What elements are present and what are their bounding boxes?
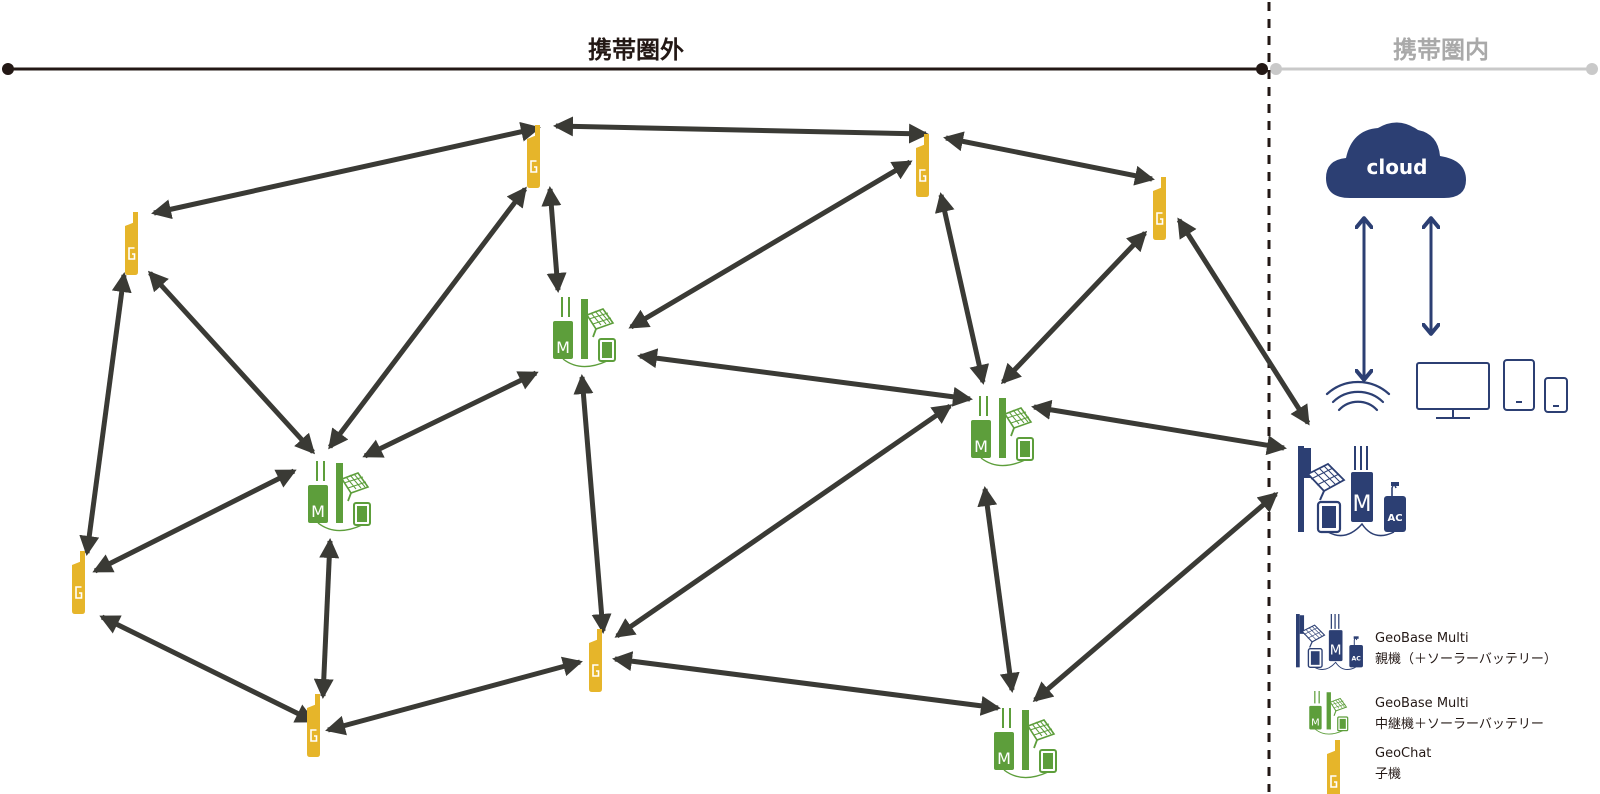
link-g1-m1 (147, 270, 316, 455)
link-m2-g7 (573, 374, 612, 634)
geochat-handset-icon (526, 124, 541, 189)
legend-child-line1: GeoChat (1375, 746, 1431, 761)
geochat-handset-icon (915, 133, 930, 198)
link-m3-base (1031, 399, 1287, 456)
link-m1-g5 (92, 468, 297, 574)
cloud-icon (1326, 122, 1466, 198)
smartphone-icon (1544, 377, 1568, 413)
inside-zone-start-dot (1270, 63, 1282, 75)
relay-badge-letter: M (311, 502, 325, 521)
cloud-group: cloud (1326, 122, 1466, 198)
link-g5-g6 (99, 614, 316, 724)
geochat-handset-icon (1152, 176, 1167, 241)
tablet-icon (1503, 359, 1535, 411)
link-m2-g3 (628, 159, 913, 330)
legend-relay-line1: GeoBase Multi (1375, 696, 1469, 711)
legend-child-line2: 子機 (1375, 767, 1401, 782)
legend-parent-swatch: M AC (1295, 613, 1364, 671)
legend-parent-badge-letter: M (1330, 642, 1342, 658)
legend-relay-line2: 中継機＋ソーラーバッテリー (1375, 717, 1544, 732)
relay-badge-letter: M (974, 437, 988, 456)
devices (1416, 359, 1568, 419)
link-m2-m3 (637, 348, 973, 407)
link-m3-m4 (977, 486, 1020, 693)
legend-relay-badge-letter: M (1311, 718, 1320, 729)
link-g2-g3 (553, 116, 929, 144)
legend-parent-ac-label: AC (1351, 656, 1361, 663)
parent-base-station: M AC (1296, 444, 1408, 537)
relay-unit: M (552, 296, 616, 368)
legend-relay-swatch: M (1308, 690, 1349, 735)
link-g4-base (1176, 217, 1311, 426)
geochat-handset-icon (124, 211, 139, 276)
geochat-handset-icon (71, 550, 86, 615)
wifi-signal-icon (1325, 380, 1391, 412)
inside-zone-end-dot (1586, 63, 1598, 75)
relay-unit: M (307, 460, 371, 532)
cloud-label: cloud (1366, 155, 1427, 179)
outside-zone-start-dot (2, 63, 14, 75)
mesh-links (79, 116, 1311, 736)
link-m1-g6 (313, 538, 340, 699)
outside-zone-label: 携帯圏外 (588, 36, 684, 64)
relay-badge-letter: M (556, 338, 570, 357)
link-g2-m2 (541, 186, 567, 293)
inside-zone-label: 携帯圏内 (1393, 36, 1489, 64)
link-g3-g4 (943, 131, 1155, 186)
link-g1-g2 (151, 121, 541, 220)
base-badge-letter: M (1353, 492, 1372, 517)
geochat-handset-icon (588, 628, 603, 693)
link-g3-m3 (934, 192, 990, 385)
link-m3-g4 (1000, 230, 1148, 385)
link-g1-g5 (79, 272, 132, 556)
link-g7-m3 (614, 403, 953, 639)
link-m1-m2 (362, 370, 539, 459)
link-g7-m4 (612, 651, 1001, 716)
outside-zone-end-dot (1256, 63, 1268, 75)
base-ac-label: AC (1387, 513, 1402, 524)
link-m4-base (1032, 492, 1279, 702)
legend-parent-line1: GeoBase Multi (1375, 631, 1469, 646)
monitor-icon (1416, 362, 1490, 419)
link-m1-g2 (328, 186, 527, 450)
relay-badge-letter: M (997, 749, 1011, 768)
geochat-handset-icon (1326, 739, 1341, 794)
legend: M AC GeoBase Multi 親機（＋ソーラーバッテリー） M GeoB… (1295, 613, 1557, 794)
cloud-links (1364, 220, 1431, 378)
link-g6-g7 (325, 656, 583, 736)
relay-units: M M M M (307, 296, 1057, 779)
geochat-handset-icon (306, 693, 321, 758)
legend-parent-line2: 親機（＋ソーラーバッテリー） (1375, 652, 1557, 667)
relay-unit: M (970, 395, 1034, 467)
relay-unit: M (993, 707, 1057, 779)
